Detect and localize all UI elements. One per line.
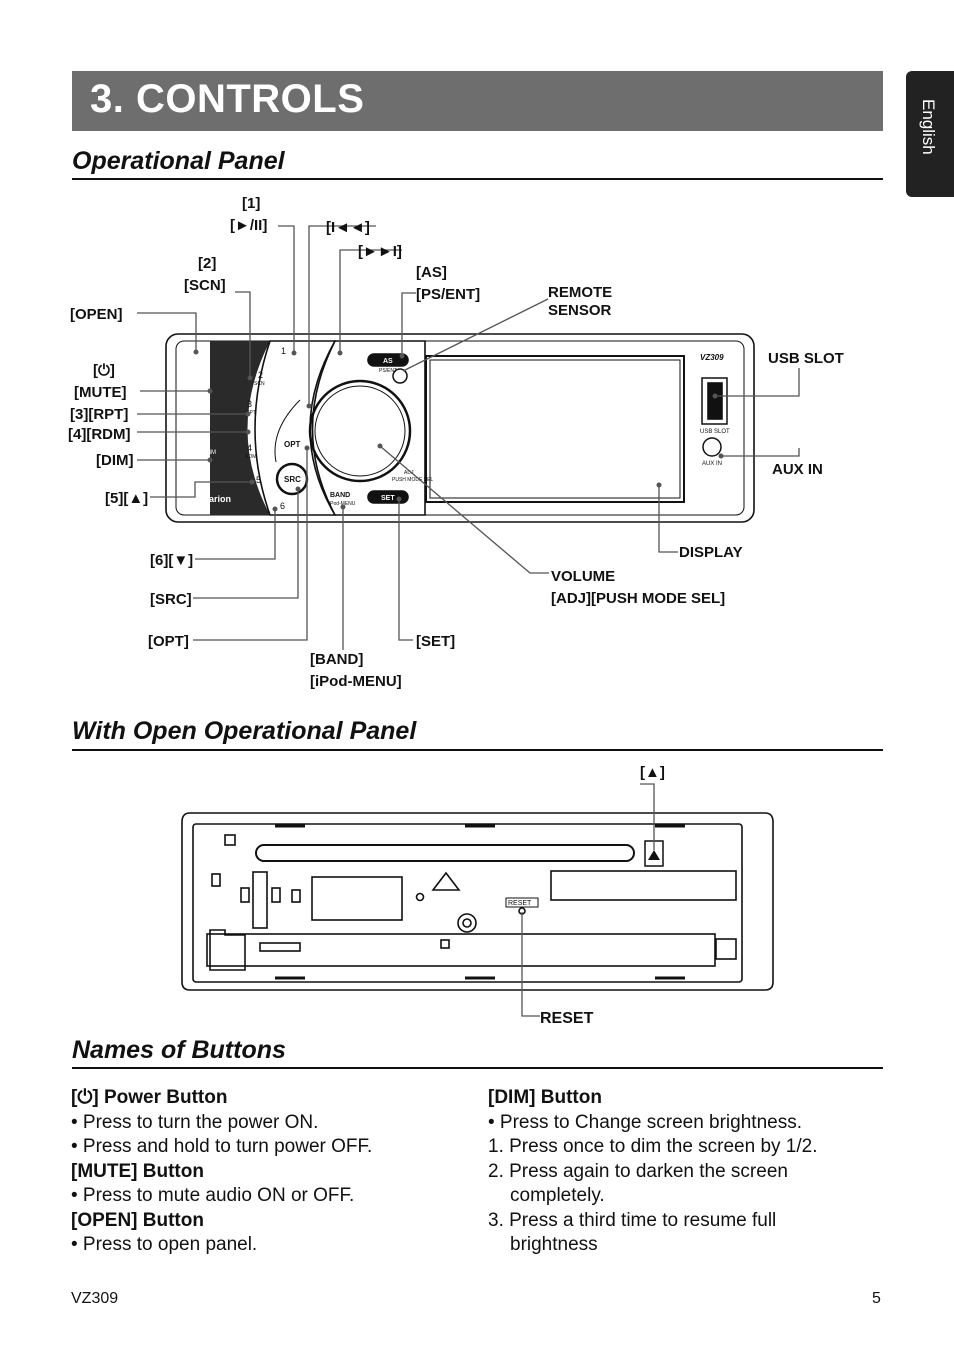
mute-button-desc: • Press to mute audio ON or OFF.	[71, 1185, 355, 1206]
label-as: [AS]	[416, 264, 447, 281]
label-volume-adj: [ADJ][PUSH MODE SEL]	[551, 590, 725, 607]
label-prev: [I◄◄]	[326, 219, 370, 236]
leader-lines	[137, 225, 800, 650]
label-dim: [DIM]	[96, 452, 134, 469]
label-set: [SET]	[416, 633, 455, 650]
label-rpt: [3][RPT]	[70, 406, 128, 423]
language-label: English	[919, 99, 938, 155]
label-btn5: [5][▲]	[105, 490, 148, 507]
label-power: [⏻]	[93, 362, 115, 379]
label-scn: [SCN]	[184, 277, 226, 294]
footer-model: VZ309	[71, 1290, 119, 1307]
dim-step: 1. Press once to dim the screen by 1/2.	[488, 1136, 818, 1157]
label-aux-in: AUX IN	[772, 461, 823, 478]
svg-text:5: 5	[256, 475, 261, 485]
label-band: [BAND]	[310, 651, 363, 668]
svg-text:AUX IN: AUX IN	[702, 461, 722, 467]
label-remote-sensor-2: SENSOR	[548, 302, 612, 319]
chapter-title: 3. CONTROLS	[90, 77, 365, 121]
label-opt: [OPT]	[148, 633, 189, 650]
dim-step: 3. Press a third time to resume full	[488, 1209, 777, 1231]
svg-text:2: 2	[258, 370, 263, 380]
svg-text:DIM: DIM	[205, 450, 216, 456]
label-eject: [▲]	[640, 764, 665, 781]
faceplate-print: VZ309 USB SLOT AUX IN AS PS/ENT OPT SRC …	[195, 346, 730, 511]
svg-text:iPod-MENU: iPod-MENU	[329, 501, 356, 507]
svg-text:SET: SET	[381, 495, 395, 502]
svg-text:Clarion: Clarion	[200, 494, 231, 504]
label-display: DISPLAY	[679, 544, 743, 561]
panel-labels: [1] [►/II] [I◄◄] [►►I] [2] [SCN] [AS] [P…	[68, 195, 844, 690]
label-reset: RESET	[540, 1010, 594, 1027]
leader-lines	[521, 783, 655, 1017]
section-rule	[72, 1067, 883, 1069]
power-button-desc: • Press and hold to turn power OFF.	[71, 1136, 373, 1157]
svg-text:OPT: OPT	[284, 440, 301, 449]
label-btn2: [2]	[198, 255, 216, 272]
svg-text:SCN: SCN	[254, 381, 265, 387]
svg-text:USB SLOT: USB SLOT	[700, 429, 730, 435]
label-rdm: [4][RDM]	[68, 426, 130, 443]
label-btn6: [6][▼]	[150, 552, 193, 569]
label-btn1: [1]	[242, 195, 260, 212]
dim-step-cont: brightness	[510, 1234, 598, 1255]
label-mute: [MUTE]	[74, 384, 127, 401]
mute-button-title: [MUTE] Button	[71, 1160, 204, 1182]
dim-button-desc: • Press to Change screen brightness.	[488, 1111, 802, 1133]
section-heading-open-panel: With Open Operational Panel	[72, 717, 417, 745]
dim-step: 2. Press again to darken the screen	[488, 1160, 788, 1182]
section-rule	[72, 178, 883, 180]
dim-button-title: [DIM] Button	[488, 1087, 602, 1108]
reset-print: RESET	[508, 900, 532, 907]
label-volume: VOLUME	[551, 568, 615, 585]
label-ps-ent: [PS/ENT]	[416, 286, 480, 303]
footer-page-number: 5	[872, 1290, 881, 1307]
svg-text:1: 1	[281, 346, 286, 356]
svg-text:RDM: RDM	[245, 454, 256, 460]
chassis	[181, 812, 774, 991]
open-button-title: [OPEN] Button	[71, 1209, 204, 1231]
section-heading-names-of-buttons: Names of Buttons	[72, 1036, 286, 1064]
buttons-column-right: [DIM] Button • Press to Change screen br…	[488, 1086, 818, 1258]
svg-text:4: 4	[247, 443, 252, 453]
label-usb-slot: USB SLOT	[768, 350, 844, 367]
leader-dots	[193, 349, 724, 512]
label-open: [OPEN]	[70, 306, 123, 323]
dim-step-cont: completely.	[510, 1185, 605, 1206]
section-rule	[72, 749, 883, 751]
label-src: [SRC]	[150, 591, 192, 608]
label-play-pause: [►/II]	[230, 217, 267, 234]
svg-text:PS/ENT: PS/ENT	[379, 368, 397, 374]
svg-text:AS: AS	[383, 358, 393, 365]
svg-text:3: 3	[247, 399, 252, 409]
label-remote-sensor-1: REMOTE	[548, 284, 612, 301]
chapter-title-bar: 3. CONTROLS	[72, 71, 883, 131]
model-print: VZ309	[700, 353, 724, 362]
svg-text:BAND: BAND	[330, 492, 350, 499]
label-ipod-menu: [iPod-MENU]	[310, 673, 402, 690]
power-button-desc: • Press to turn the power ON.	[71, 1111, 319, 1133]
svg-text:PUSH MODE SEL: PUSH MODE SEL	[392, 477, 433, 483]
svg-text:RPT: RPT	[246, 410, 256, 416]
label-next: [►►I]	[358, 243, 402, 260]
section-heading-operational-panel: Operational Panel	[72, 147, 285, 175]
language-tab: English	[906, 71, 954, 197]
svg-text:ADJ: ADJ	[404, 470, 414, 476]
buttons-column-left: [⏻] Power Button • Press to turn the pow…	[71, 1086, 372, 1258]
faceplate	[165, 333, 755, 523]
svg-text:6: 6	[280, 501, 285, 511]
svg-text:SRC: SRC	[284, 475, 301, 484]
open-button-desc: • Press to open panel.	[71, 1234, 258, 1255]
power-button-title: [⏻] Power Button	[71, 1087, 228, 1108]
